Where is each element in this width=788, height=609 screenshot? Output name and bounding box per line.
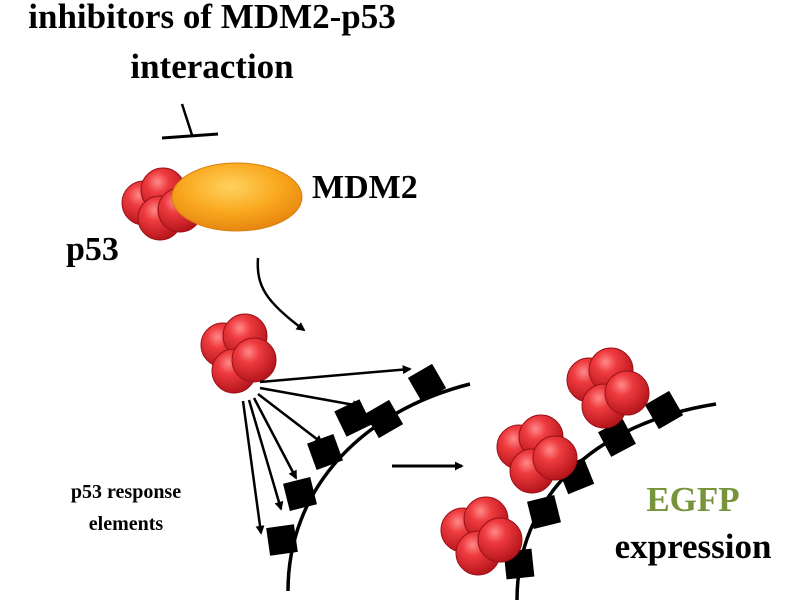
egfp-label: EGFP [646, 480, 739, 519]
p53-tetramer-bound-bottom [440, 496, 523, 576]
p53-tetramer-bound-middle [496, 414, 578, 494]
mdm2-protein [171, 162, 303, 232]
p53-label: p53 [66, 231, 119, 268]
expression-label: expression [615, 527, 772, 566]
response-elements-line-2: elements [89, 513, 164, 535]
title-line-1: inhibitors of MDM2-p53 [28, 0, 396, 36]
release-arrow [256, 257, 306, 332]
mdm2-label: MDM2 [312, 169, 418, 206]
title-line-2: interaction [130, 47, 293, 86]
p53-tetramer-free [200, 313, 277, 394]
response-elements-line-1: p53 response [71, 481, 181, 503]
response-elements-left [266, 363, 447, 556]
binding-arrows [241, 365, 412, 535]
inhibition-symbol [161, 103, 219, 140]
p53-tetramer-bound-top [566, 347, 650, 429]
